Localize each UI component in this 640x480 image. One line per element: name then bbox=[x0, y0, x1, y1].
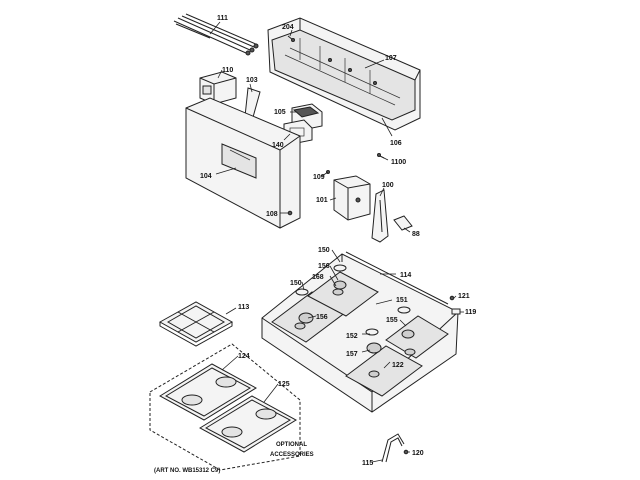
optional-accessories-outline bbox=[149, 343, 301, 471]
label-155: 155 bbox=[386, 317, 398, 324]
label-152: 152 bbox=[346, 333, 358, 340]
label-121: 121 bbox=[458, 293, 470, 300]
gas-tube-115 bbox=[381, 433, 405, 463]
label-111: 111 bbox=[217, 15, 228, 22]
label-105: 105 bbox=[274, 109, 286, 116]
part-labels: 111 204 107 110 103 105 140 106 1100 104… bbox=[200, 15, 476, 467]
drip-pan-125 bbox=[199, 395, 297, 453]
label-104: 104 bbox=[200, 173, 212, 180]
orifice-119 bbox=[451, 308, 461, 315]
label-101: 101 bbox=[316, 197, 328, 204]
label-100: 100 bbox=[382, 182, 394, 189]
label-150-left: 150 bbox=[290, 280, 302, 287]
clock-module-105 bbox=[291, 103, 323, 131]
label-1100: 1100 bbox=[391, 159, 406, 166]
screw-204 bbox=[287, 35, 295, 42]
label-106: 106 bbox=[390, 140, 402, 147]
side-panel-100 bbox=[371, 189, 389, 243]
fitting-120 bbox=[403, 449, 409, 455]
label-113: 113 bbox=[238, 304, 249, 311]
label-124: 124 bbox=[238, 353, 250, 360]
label-150-top: 150 bbox=[318, 247, 330, 254]
wire-harness-111 bbox=[173, 13, 259, 56]
drip-pan-124 bbox=[159, 363, 257, 421]
cooktop-main-114 bbox=[261, 251, 459, 413]
label-140: 140 bbox=[272, 142, 284, 149]
label-88: 88 bbox=[412, 231, 420, 238]
label-157: 157 bbox=[346, 351, 358, 358]
label-119: 119 bbox=[465, 309, 476, 316]
label-110: 110 bbox=[222, 67, 233, 74]
label-168: 168 bbox=[312, 274, 324, 281]
label-107: 107 bbox=[385, 55, 397, 62]
label-108: 108 bbox=[266, 211, 278, 218]
backguard-assembly-107 bbox=[267, 17, 421, 131]
clip-88 bbox=[393, 215, 413, 231]
label-120: 120 bbox=[412, 450, 424, 457]
label-151: 151 bbox=[396, 297, 408, 304]
label-103: 103 bbox=[246, 77, 258, 84]
label-204: 204 bbox=[282, 24, 294, 31]
art-number: (ART NO. WB15312 C9) bbox=[154, 468, 220, 474]
label-156-top: 156 bbox=[318, 263, 330, 270]
label-109: 109 bbox=[313, 174, 325, 181]
label-156-mid: 156 bbox=[316, 314, 328, 321]
screw-121 bbox=[449, 295, 455, 301]
control-panel-104 bbox=[185, 97, 301, 229]
label-122: 122 bbox=[392, 362, 404, 369]
bracket-110 bbox=[199, 71, 237, 105]
grate-113 bbox=[158, 301, 234, 347]
bracket-101 bbox=[333, 175, 371, 221]
label-115: 115 bbox=[362, 460, 373, 467]
screw-108 bbox=[287, 210, 293, 216]
leader-lines bbox=[209, 21, 464, 463]
optional-note-line1: OPTIONAL bbox=[276, 442, 307, 448]
optional-note-line2: ACCESSORIES bbox=[270, 452, 314, 458]
label-125: 125 bbox=[278, 381, 290, 388]
label-114: 114 bbox=[400, 272, 411, 279]
